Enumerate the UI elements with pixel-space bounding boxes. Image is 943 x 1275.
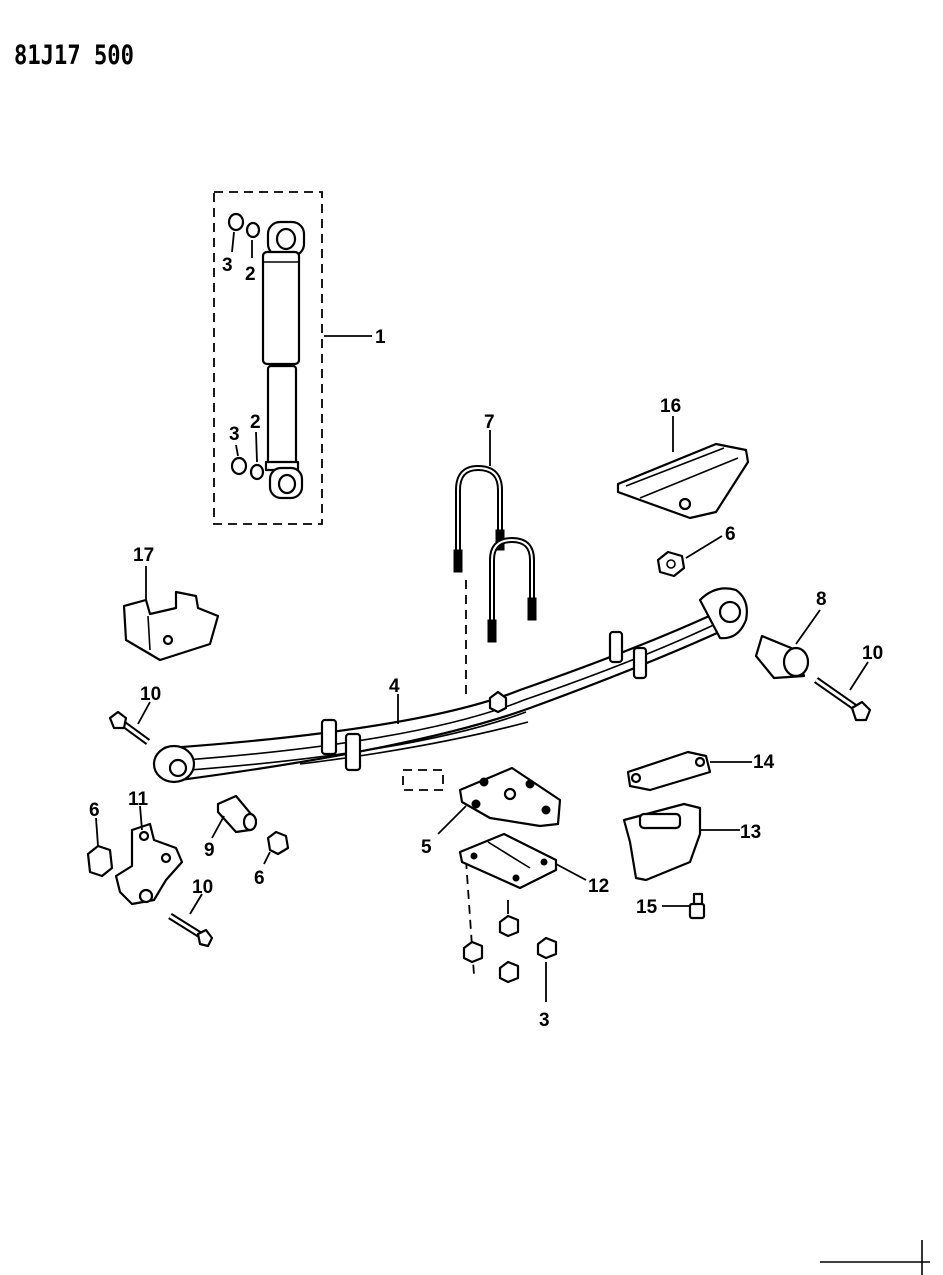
callout-11: 11	[128, 789, 149, 810]
spring-bracket-17	[122, 566, 220, 662]
callout-7: 7	[484, 412, 495, 433]
nut-6-left	[86, 817, 114, 878]
callout-5: 5	[421, 837, 432, 858]
leaf-spring	[152, 587, 748, 784]
bushing-8	[754, 609, 821, 680]
callout-1: 1	[375, 327, 386, 348]
nut-6-upper	[656, 535, 723, 578]
u-bolts	[453, 430, 537, 643]
callout-16: 16	[660, 396, 681, 417]
callout-3: 3	[229, 424, 240, 445]
callout-3: 3	[222, 255, 233, 276]
bolt-10-left	[108, 701, 151, 745]
callout-17: 17	[133, 545, 154, 566]
callout-9: 9	[204, 840, 215, 861]
bolt-10-right	[813, 661, 872, 722]
callout-6: 6	[89, 800, 100, 821]
callout-14: 14	[753, 752, 775, 773]
callout-10: 10	[862, 643, 883, 664]
spring-bracket-16	[616, 416, 750, 520]
callout-2: 2	[245, 264, 256, 285]
registration-mark	[820, 1240, 930, 1275]
callout-6: 6	[725, 524, 736, 545]
callout-6: 6	[254, 868, 265, 889]
spring-seat-13	[622, 802, 740, 882]
callout-13: 13	[740, 822, 761, 843]
shackle-11	[114, 805, 184, 906]
bushing-9	[211, 794, 258, 839]
callout-15: 15	[636, 897, 658, 918]
bolt-15	[662, 892, 706, 920]
spring-pad-14	[626, 750, 752, 792]
callout-8: 8	[816, 589, 827, 610]
callout-10: 10	[192, 877, 213, 898]
callout-2: 2	[250, 412, 261, 433]
callout-10: 10	[140, 684, 161, 705]
callout-3: 3	[539, 1010, 550, 1031]
shock-absorber	[213, 191, 372, 525]
bolt-10-bottom	[168, 893, 214, 948]
plate-5	[437, 766, 562, 835]
nut-6-middle	[263, 830, 290, 865]
callout-4: 4	[389, 676, 400, 697]
plate-12	[458, 832, 587, 890]
diagram-code: 81J17 500	[14, 40, 134, 71]
callout-12: 12	[588, 876, 609, 897]
nuts-3-lower	[462, 900, 558, 1002]
callout-labels: 1 2 2 3 3 3 4 5 6 6 6 7 8 9 10 10 10 11 …	[89, 255, 883, 1031]
